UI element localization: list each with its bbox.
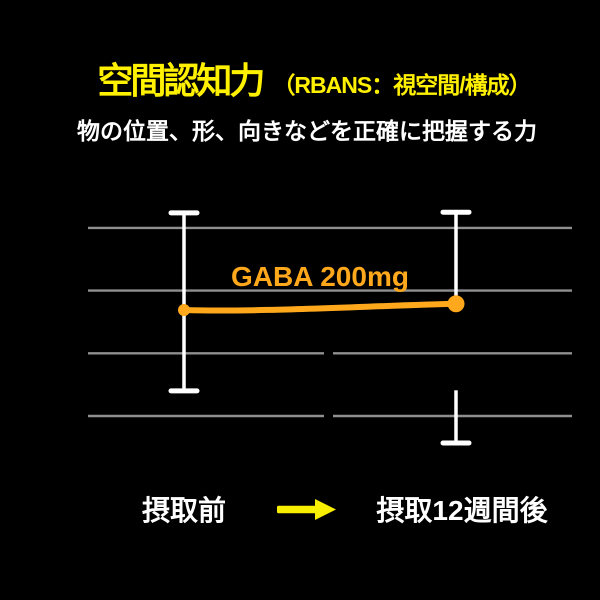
right-arrow-icon <box>276 499 336 520</box>
chart-subtitle: 物の位置、形、向きなどを正確に把握する力 <box>77 118 537 144</box>
chart-title-main: 空間認知力 <box>97 60 265 101</box>
data-line <box>181 300 459 314</box>
x-label-before-intake: 摂取前 <box>141 495 226 526</box>
chart-title: 空間認知力 （RBANS：視空間/構成） <box>0 52 600 104</box>
series-label-gaba: GABA 200mg <box>231 261 409 292</box>
x-label-after-12-weeks: 摂取12週間後 <box>376 495 548 526</box>
data-point-after <box>447 295 465 313</box>
chart-title-suffix: （RBANS：視空間/構成） <box>272 72 531 98</box>
data-point-before <box>178 304 190 316</box>
